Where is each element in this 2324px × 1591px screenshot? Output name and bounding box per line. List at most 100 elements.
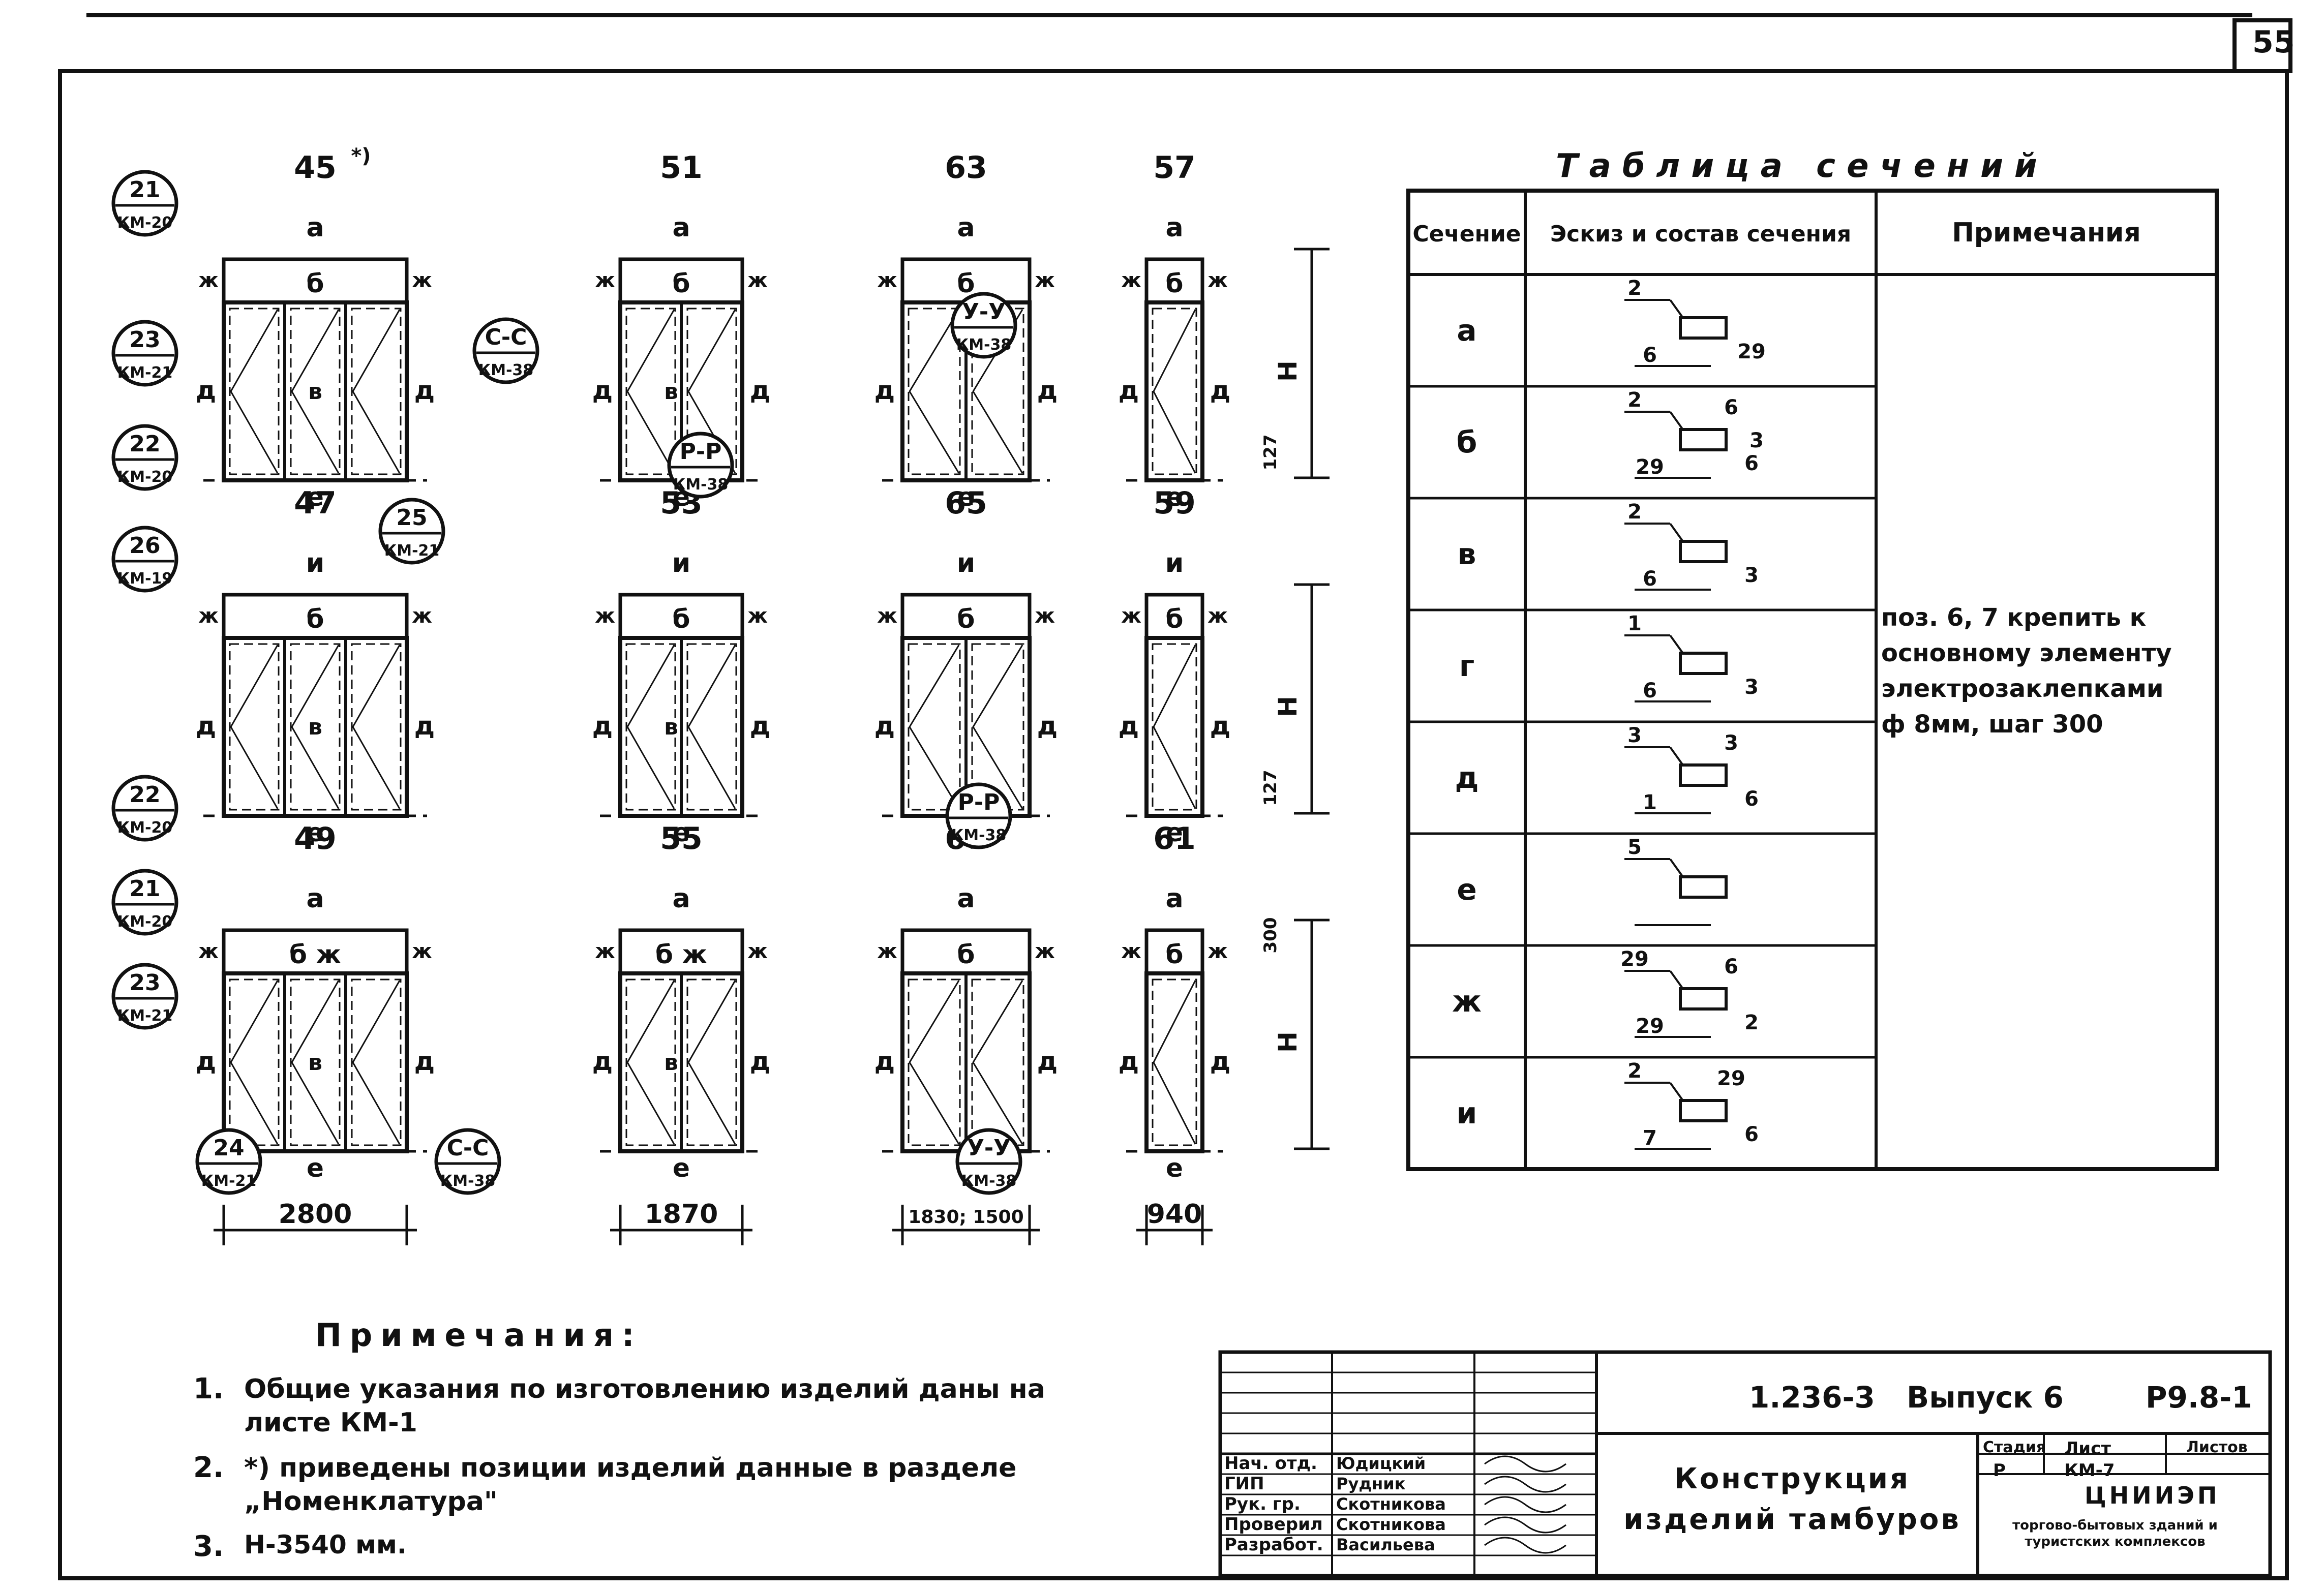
panel-mark: *) bbox=[351, 144, 371, 168]
transom-section-letter: б bbox=[673, 604, 690, 634]
callout-reference: КМ-21 bbox=[384, 542, 440, 560]
mid-section-letter: в bbox=[308, 714, 322, 740]
row-section-letter: и bbox=[1457, 1096, 1477, 1130]
width-dimension: 2800 bbox=[214, 1199, 417, 1245]
jamb-right-letter: д bbox=[414, 1047, 435, 1076]
bottom-section-letter: е bbox=[307, 1153, 324, 1183]
side-left-letter: ж bbox=[877, 269, 897, 292]
leaf-outline bbox=[625, 643, 676, 811]
panel-label: 55 bbox=[660, 821, 703, 856]
side-left-letter: ж bbox=[1121, 940, 1141, 963]
jamb-right-letter: д bbox=[1037, 711, 1058, 741]
staff-name: Юдицкий bbox=[1336, 1454, 1426, 1473]
note-1-text: Общие указания по изготовлению изделий д… bbox=[244, 1374, 1045, 1438]
sketch-part-number: 3 bbox=[1627, 724, 1642, 747]
jamb-left-letter: д bbox=[1119, 711, 1139, 741]
panel-67: 67абжждде bbox=[874, 821, 1058, 1183]
callout-reference: КМ-38 bbox=[956, 336, 1012, 354]
callout-circle bbox=[111, 170, 178, 237]
opening-diagonal bbox=[291, 980, 340, 1145]
callout-circle bbox=[955, 1128, 1022, 1195]
drawing-frame bbox=[58, 69, 2289, 1580]
sketch-part-number: 1 bbox=[1643, 791, 1657, 814]
bottom-section-letter: е bbox=[673, 1153, 690, 1183]
signature-mark bbox=[1484, 1516, 1566, 1534]
sketch-part-number: 3 bbox=[1744, 676, 1759, 699]
sketch-profile bbox=[1679, 763, 1728, 787]
callout-reference: КМ-38 bbox=[673, 476, 729, 494]
opening-diagonal bbox=[687, 980, 736, 1145]
callout-number: 23 bbox=[129, 970, 160, 996]
bottom-section-letter: е bbox=[307, 482, 324, 512]
sketch-part-number: 29 bbox=[1620, 947, 1649, 971]
side-left-letter: ж bbox=[1121, 604, 1141, 628]
leaf-outline bbox=[971, 978, 1024, 1146]
side-left-letter: ж bbox=[595, 940, 615, 963]
callout-р-р: Р-РКМ-38 bbox=[945, 782, 1012, 849]
opening-diagonal bbox=[291, 645, 340, 809]
opening-diagonal bbox=[352, 309, 401, 474]
jamb-left-letter: д bbox=[592, 376, 613, 405]
opening-diagonal bbox=[909, 645, 960, 809]
leaf-outline bbox=[229, 978, 280, 1146]
opening-diagonal bbox=[626, 645, 675, 809]
sketch-leader bbox=[1669, 858, 1684, 878]
sketch-part-number: 29 bbox=[1636, 1015, 1664, 1038]
staff-role: Проверил bbox=[1224, 1514, 1323, 1535]
jamb-right-letter: д bbox=[414, 711, 435, 741]
sheets-header: Листов bbox=[2186, 1439, 2248, 1456]
opening-diagonal bbox=[1153, 309, 1196, 474]
sketch-part-number: 6 bbox=[1724, 955, 1738, 978]
leaf-outline bbox=[351, 643, 402, 811]
table-note: поз. 6, 7 крепить к основному элементу э… bbox=[1881, 603, 2172, 739]
sketch-profile bbox=[1679, 652, 1728, 675]
opening-diagonal bbox=[626, 309, 675, 474]
jamb-left-letter: д bbox=[196, 376, 216, 405]
jamb-right-letter: д bbox=[1210, 711, 1230, 741]
sketch-leader bbox=[1669, 970, 1684, 990]
signature-mark bbox=[1484, 1496, 1566, 1513]
jamb-left-letter: д bbox=[874, 376, 895, 405]
leaf-outline bbox=[908, 643, 961, 811]
row-section-letter: а bbox=[1457, 313, 1476, 348]
bottom-section-letter: е bbox=[1166, 818, 1183, 847]
doc-issue: Выпуск 6 bbox=[1907, 1380, 2064, 1415]
callout-number: Р-Р bbox=[958, 789, 1000, 815]
side-left-letter: ж bbox=[877, 604, 897, 628]
callout-reference: КМ-21 bbox=[117, 364, 173, 382]
callout-circle bbox=[950, 292, 1017, 359]
width-dimension: 940 bbox=[1136, 1199, 1213, 1245]
callout-circle bbox=[111, 526, 178, 593]
callout-number: У-У bbox=[962, 299, 1006, 325]
staff-role: Нач. отд. bbox=[1224, 1453, 1317, 1474]
panel-label: 49 bbox=[294, 821, 337, 856]
sketch-profile bbox=[1679, 1099, 1728, 1122]
sketch-part-number: 6 bbox=[1744, 452, 1759, 475]
table-border bbox=[1406, 189, 2219, 1171]
callout-reference: КМ-38 bbox=[440, 1172, 496, 1190]
callout-number: С-С bbox=[485, 324, 527, 350]
top-section-letter: и bbox=[1165, 548, 1184, 578]
leaf-outline bbox=[229, 643, 280, 811]
callout-number: Р-Р bbox=[680, 439, 722, 465]
callout-number: С-С bbox=[447, 1135, 489, 1161]
staff-role: Разработ. bbox=[1224, 1535, 1323, 1555]
sheet-number-box bbox=[2232, 18, 2292, 73]
callout-circle bbox=[472, 317, 539, 384]
staff-name: Скотникова bbox=[1336, 1515, 1446, 1534]
sketch-part-number: 29 bbox=[1717, 1067, 1745, 1090]
top-section-letter: и bbox=[306, 548, 324, 578]
dimension-value: 2800 bbox=[279, 1199, 352, 1230]
note-3-text: Н-3540 мм. bbox=[244, 1530, 407, 1559]
sketch-profile bbox=[1679, 540, 1728, 563]
sketch-leader bbox=[1669, 299, 1684, 319]
